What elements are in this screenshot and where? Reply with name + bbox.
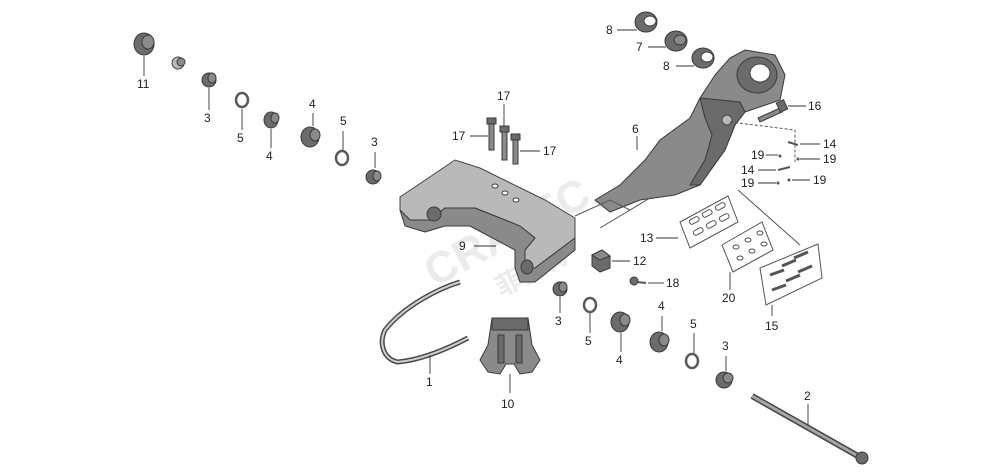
part-19-pin-lower-left xyxy=(776,181,780,185)
part-10-clamp xyxy=(479,317,541,375)
part-3-bushing-upper xyxy=(201,72,217,88)
part-17-bolts xyxy=(486,117,521,165)
part-14-pin-lower xyxy=(777,166,791,171)
part-small-bushing xyxy=(171,56,186,70)
callout-4-lower-1: 4 xyxy=(616,353,623,367)
part-3-bushing-lower-2 xyxy=(715,371,734,389)
part-8-ring-bottom xyxy=(691,47,715,69)
callout-19-upper-left: 19 xyxy=(751,148,765,162)
part-5-ring-lower-1 xyxy=(582,296,598,314)
part-5-ring-upper-2 xyxy=(334,149,350,167)
callout-18: 18 xyxy=(666,276,680,290)
part-5-ring-lower-2 xyxy=(684,352,700,370)
callout-5-lower-1: 5 xyxy=(585,334,592,348)
part-4-bearing-lower-1 xyxy=(610,311,631,333)
callout-4-upper-1: 4 xyxy=(266,149,273,163)
callout-8-bottom: 8 xyxy=(663,59,670,73)
part-3-bushing-upper-2 xyxy=(365,169,382,185)
part-3-bushing-lower-1 xyxy=(552,281,568,297)
callout-17-right: 17 xyxy=(543,144,557,158)
part-16-bolt xyxy=(757,99,789,123)
part-14-pin-upper xyxy=(787,141,799,146)
callout-3-lower-1: 3 xyxy=(555,314,562,328)
callout-15: 15 xyxy=(765,319,779,333)
callout-3-upper-left: 3 xyxy=(204,111,211,125)
callout-3-lower-2: 3 xyxy=(722,339,729,353)
part-7-ring xyxy=(664,30,688,52)
part-19-pin-upper-right xyxy=(796,157,800,161)
part-19-pin-lower-right xyxy=(787,178,791,182)
part-4-bearing-lower-2 xyxy=(649,331,670,353)
part-12-block xyxy=(590,249,612,273)
part-8-ring-top xyxy=(634,11,658,33)
callout-1: 1 xyxy=(426,375,433,389)
callout-17-left: 17 xyxy=(452,129,466,143)
part-1-belt xyxy=(379,279,470,365)
callout-19-lower-right: 19 xyxy=(813,173,827,187)
callout-6: 6 xyxy=(632,122,639,136)
callout-4-upper-2: 4 xyxy=(309,97,316,111)
part-5-ring-upper xyxy=(234,91,250,109)
callout-17-top: 17 xyxy=(497,89,511,103)
callout-16: 16 xyxy=(808,99,822,113)
callout-20: 20 xyxy=(722,291,736,305)
part-9-bracket xyxy=(399,159,576,283)
part-2-shaft xyxy=(750,393,869,465)
callout-2: 2 xyxy=(804,389,811,403)
callout-19-lower-left: 19 xyxy=(741,176,755,190)
part-19-pin-upper-left xyxy=(778,154,782,158)
callout-7: 7 xyxy=(636,40,643,54)
callout-19-upper-right: 19 xyxy=(823,152,837,166)
part-4-bearing-upper-2 xyxy=(300,126,321,148)
callout-8-top: 8 xyxy=(606,23,613,37)
callout-11: 11 xyxy=(137,77,150,91)
part-6-arm xyxy=(594,49,786,213)
part-20-plate xyxy=(721,221,774,273)
part-11-bushing xyxy=(133,32,155,56)
part-18-screw xyxy=(629,276,647,286)
part-13-pad xyxy=(679,195,739,249)
callout-12: 12 xyxy=(633,254,647,268)
part-4-bearing-upper-1 xyxy=(263,111,280,129)
callout-5-upper-left: 5 xyxy=(237,131,244,145)
callout-4-lower-2: 4 xyxy=(658,299,665,313)
callout-3-upper-2: 3 xyxy=(371,135,378,149)
part-15-bolt-set xyxy=(759,243,823,306)
callout-5-lower-2: 5 xyxy=(690,317,697,331)
callout-10: 10 xyxy=(501,397,515,411)
callout-13: 13 xyxy=(640,231,654,245)
callout-9: 9 xyxy=(459,239,466,253)
callout-14-upper: 14 xyxy=(823,137,837,151)
callout-5-upper-2: 5 xyxy=(340,114,347,128)
callout-14-lower: 14 xyxy=(741,163,755,177)
